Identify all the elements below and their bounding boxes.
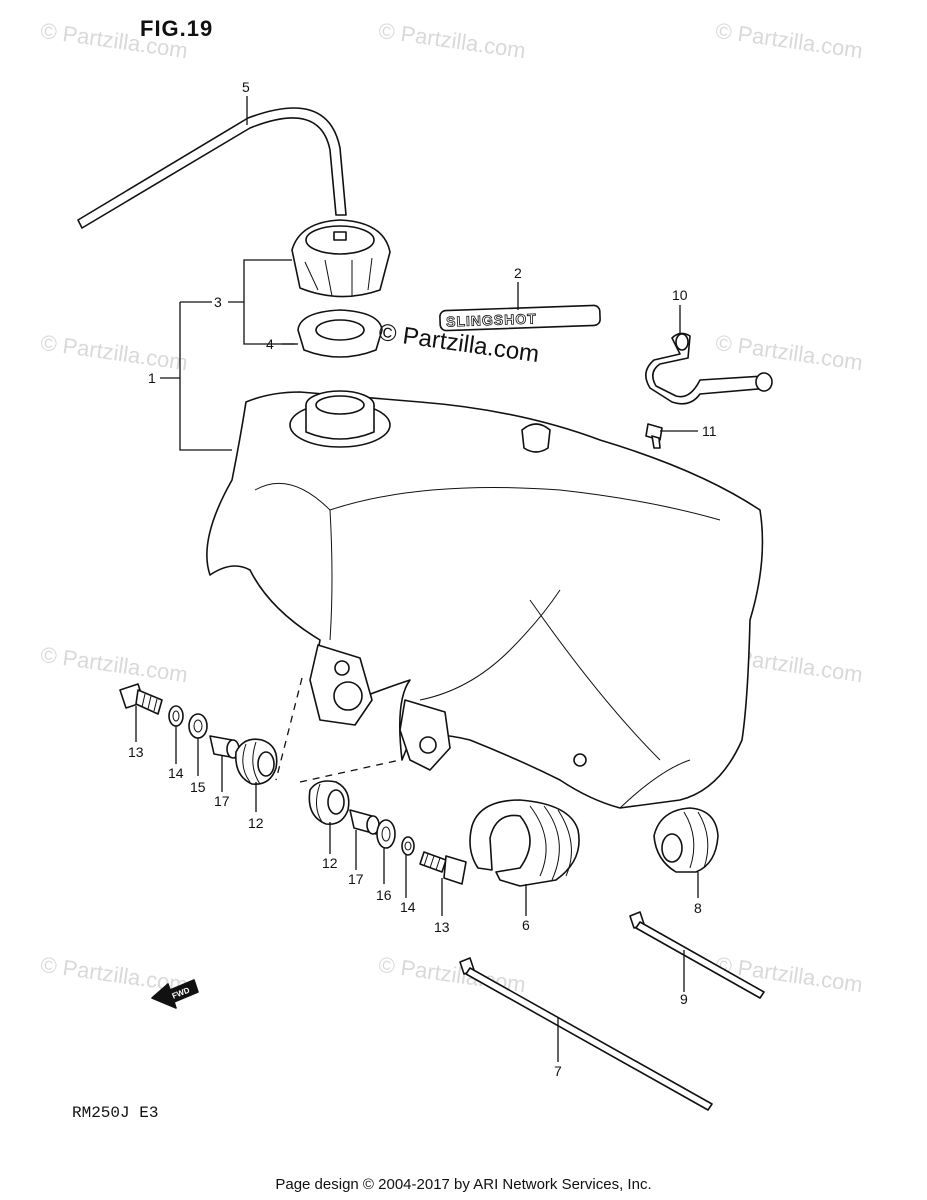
front-cushion — [653, 807, 719, 873]
callout-15: 15 — [190, 779, 206, 795]
fuel-tank — [206, 390, 764, 809]
spacer — [349, 809, 380, 835]
cable-tie — [629, 911, 765, 999]
cushion — [235, 738, 278, 785]
callout-1: 1 — [148, 370, 156, 386]
callout-17: 17 — [214, 793, 230, 809]
callout-14: 14 — [168, 765, 184, 781]
callout-11: 11 — [702, 423, 717, 439]
bolt — [419, 851, 467, 885]
fuel-cap — [291, 219, 391, 298]
callout-17: 17 — [348, 871, 364, 887]
model-code: RM250J E3 — [72, 1104, 159, 1122]
spacer — [209, 735, 240, 759]
washer — [168, 705, 184, 727]
callout-8: 8 — [694, 900, 702, 916]
callout-13: 13 — [128, 744, 144, 760]
callout-10: 10 — [672, 287, 688, 303]
cushion — [308, 780, 350, 826]
assembly-line — [299, 759, 401, 783]
callout-9: 9 — [680, 991, 688, 1007]
callout-4: 4 — [266, 336, 274, 352]
leader-lines — [135, 96, 699, 1062]
callout-14: 14 — [400, 899, 416, 915]
callout-5: 5 — [242, 79, 250, 95]
emblem-slingshot — [439, 304, 601, 332]
callout-13: 13 — [434, 919, 450, 935]
callout-2: 2 — [514, 265, 522, 281]
callout-3: 3 — [214, 294, 222, 310]
screw — [645, 423, 663, 449]
assembly-line — [275, 677, 303, 781]
callout-12: 12 — [322, 855, 338, 871]
breather-hose — [77, 107, 347, 229]
washer — [376, 819, 396, 849]
footer-copyright: Page design © 2004-2017 by ARI Network S… — [275, 1176, 652, 1193]
emblem-text: SLINGSHOT — [446, 310, 537, 329]
figure-title: FIG.19 — [140, 16, 214, 41]
fuel-cock — [645, 332, 773, 405]
cap-gasket — [297, 309, 383, 358]
callout-7: 7 — [554, 1063, 562, 1079]
cable-tie — [459, 957, 713, 1111]
washer — [188, 713, 208, 739]
callout-labels: 5 3 4 1 2 10 11 13 14 15 17 12 12 17 16 … — [128, 79, 717, 1079]
callout-16: 16 — [376, 887, 392, 903]
fwd-arrow-icon: FWD — [151, 979, 199, 1009]
callout-12: 12 — [248, 815, 264, 831]
washer — [401, 836, 415, 856]
rear-cushion — [469, 799, 580, 887]
bolt — [119, 683, 163, 715]
callout-6: 6 — [522, 917, 530, 933]
